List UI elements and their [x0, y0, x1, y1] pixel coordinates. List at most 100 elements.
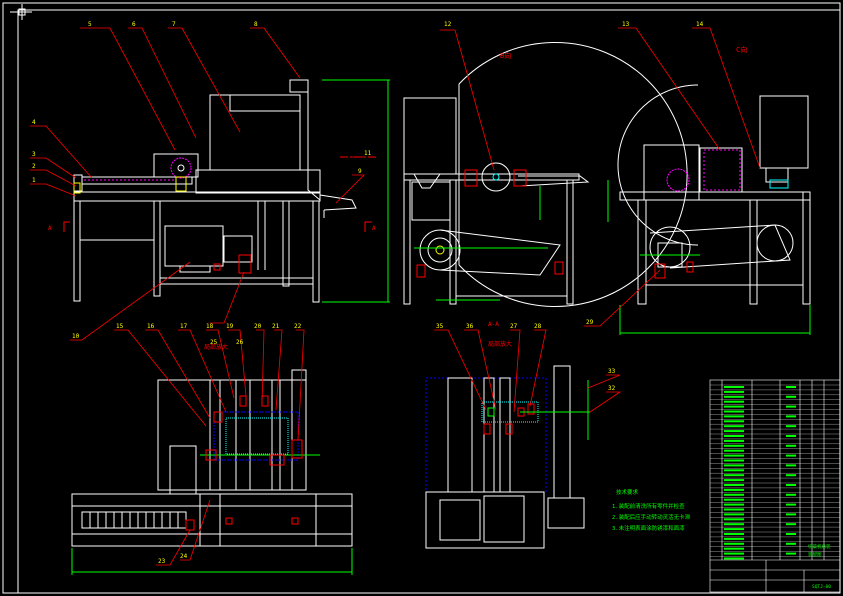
parts-row-mark — [724, 503, 744, 506]
parts-row-mark — [724, 484, 744, 486]
parts-row-mark — [786, 464, 796, 467]
title-block-text: 切菜机总装 装配图 SQTJ-00 — [808, 543, 831, 590]
parts-row-mark — [786, 542, 796, 545]
parts-row-mark — [724, 513, 744, 516]
balloon-16: 16 — [147, 323, 155, 330]
balloon-11: 11 — [364, 150, 372, 157]
notes-line-1: 1.装配前清洗所有零件并检查 — [612, 502, 685, 510]
balloon-1: 1 — [32, 177, 36, 184]
balloon-21: 21 — [272, 323, 280, 330]
parts-row-mark — [724, 420, 744, 423]
technical-notes: 技术要求 1.装配前清洗所有零件并检查 2.装配后应手动转动灵活无卡滞 3.未注… — [612, 488, 691, 532]
bottom-center-gears — [481, 380, 590, 440]
parts-row-mark — [724, 542, 744, 545]
side-view-2-sprocket — [654, 149, 789, 279]
section-mark-right-label: A — [372, 225, 376, 232]
balloon-25: 25 — [210, 339, 218, 346]
parts-row-mark — [724, 488, 744, 491]
front-view — [73, 79, 357, 303]
balloon-19: 19 — [226, 323, 234, 330]
balloon-8: 8 — [254, 21, 258, 28]
section-aa-title: A-A — [488, 321, 499, 328]
balloon-14: 14 — [696, 21, 704, 28]
parts-row-mark — [724, 439, 744, 442]
bottom-center-view — [425, 365, 585, 549]
parts-row-mark — [786, 405, 796, 408]
parts-row-mark — [724, 395, 744, 398]
parts-row-mark — [724, 390, 744, 393]
parts-row-mark — [786, 493, 796, 496]
parts-row-mark — [786, 503, 796, 506]
detail-2-title: 局部放大 — [488, 340, 512, 348]
parts-row-mark — [724, 469, 744, 472]
balloon-22: 22 — [294, 323, 302, 330]
parts-row-mark — [724, 464, 744, 467]
parts-row-mark — [724, 528, 744, 531]
parts-row-mark — [786, 454, 796, 457]
parts-list-table — [709, 379, 841, 593]
parts-row-mark — [786, 523, 796, 526]
parts-row-mark — [786, 513, 796, 516]
parts-row-mark — [724, 410, 744, 413]
parts-row-mark — [724, 498, 744, 501]
section-mark-right — [364, 221, 372, 232]
parts-row-mark — [724, 444, 744, 447]
balloon-13: 13 — [622, 21, 630, 28]
parts-row-mark — [786, 533, 796, 535]
parts-row-mark — [786, 435, 796, 437]
side-view-1-hub — [416, 162, 564, 278]
bottom-left-shaft-assembly — [185, 395, 320, 531]
front-view-dimension — [322, 79, 390, 303]
crosshair-icon — [18, 8, 26, 16]
parts-row-mark — [724, 459, 744, 462]
parts-row-mark — [786, 552, 796, 555]
balloon-32: 32 — [608, 385, 616, 392]
parts-row-mark — [724, 518, 744, 521]
balloon-33: 33 — [608, 368, 616, 375]
balloon-4: 4 — [32, 119, 36, 126]
balloon-17: 17 — [180, 323, 188, 330]
notes-line-3: 3.未注明表面涂防锈漆和面漆 — [612, 524, 685, 532]
title-block-name-1: 切菜机总装 — [808, 543, 831, 550]
parts-row-mark — [786, 474, 796, 477]
parts-row-mark — [724, 415, 744, 418]
side-view-1-dimension — [414, 186, 548, 301]
side-view-2 — [617, 84, 811, 305]
balloon-5: 5 — [88, 21, 92, 28]
balloon-9: 9 — [358, 168, 362, 175]
parts-row-mark — [724, 430, 744, 433]
detail-1-title: 局部放大 — [204, 343, 228, 351]
parts-row-mark — [724, 425, 744, 428]
balloon-labels: 5 6 7 8 4 3 2 1 9 10 11 12 13 14 29 15 1… — [32, 21, 704, 565]
balloon-3: 3 — [32, 151, 36, 158]
side-view-2-title: C向 — [736, 45, 747, 54]
balloon-35: 35 — [436, 323, 444, 330]
parts-row-mark — [724, 537, 744, 540]
parts-row-mark — [724, 523, 744, 526]
parts-row-mark — [786, 386, 796, 388]
parts-row-mark — [786, 425, 796, 428]
parts-row-mark — [724, 552, 744, 555]
parts-row-mark — [724, 386, 744, 388]
side-view-1 — [403, 42, 688, 307]
balloon-28: 28 — [534, 323, 542, 330]
balloon-29: 29 — [586, 319, 594, 326]
balloon-20: 20 — [254, 323, 262, 330]
parts-row-mark — [724, 405, 744, 408]
parts-row-mark — [786, 415, 796, 418]
parts-row-mark — [724, 435, 744, 437]
section-mark-left — [63, 221, 70, 232]
balloon-18: 18 — [206, 323, 214, 330]
leader-lines — [30, 27, 761, 566]
section-mark-left-label: A — [48, 225, 52, 232]
side-view-1-title: B向 — [500, 51, 511, 60]
balloon-10: 10 — [72, 333, 80, 340]
balloon-7: 7 — [172, 21, 176, 28]
parts-row-mark — [724, 547, 744, 550]
balloon-24: 24 — [180, 553, 188, 560]
front-view-sprocket — [170, 157, 192, 192]
parts-row-mark — [724, 400, 744, 403]
parts-row-mark — [724, 533, 744, 535]
front-view-hidden-parts — [73, 182, 252, 274]
